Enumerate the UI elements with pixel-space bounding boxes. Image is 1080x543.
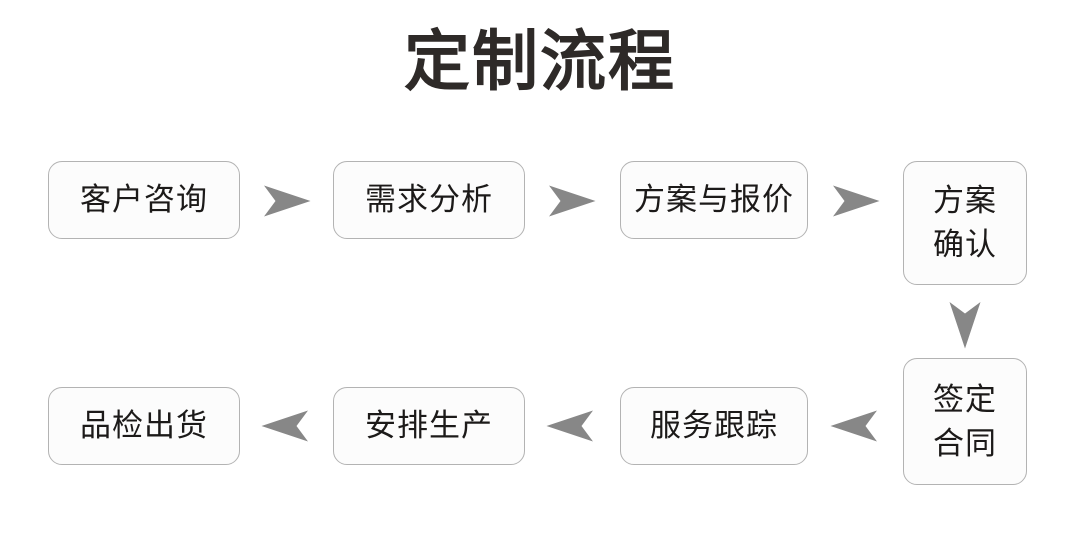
step-label-6: 服务跟踪: [650, 408, 778, 444]
step-label-4: 方案 确认: [933, 183, 997, 263]
arrow-right-icon: [546, 184, 596, 218]
arrow-left-icon: [546, 409, 596, 443]
page-title: 定制流程: [404, 23, 676, 100]
step-box-1[interactable]: 客户咨询: [48, 161, 240, 239]
arrow-right-icon: [830, 184, 880, 218]
step-box-3[interactable]: 方案与报价: [620, 161, 808, 239]
step-label-7: 安排生产: [365, 408, 493, 444]
step-box-8[interactable]: 品检出货: [48, 387, 240, 465]
step-label-3: 方案与报价: [634, 182, 794, 218]
step-label-5: 签定 合同: [933, 381, 997, 462]
step-label-8: 品检出货: [80, 408, 208, 444]
arrow-right-icon: [261, 184, 311, 218]
arrow-down-icon: [948, 299, 982, 349]
step-box-6[interactable]: 服务跟踪: [620, 387, 808, 465]
step-box-4[interactable]: 方案 确认: [903, 161, 1027, 285]
step-label-1: 客户咨询: [80, 182, 208, 218]
step-box-5[interactable]: 签定 合同: [903, 358, 1027, 485]
step-box-7[interactable]: 安排生产: [333, 387, 525, 465]
step-box-2[interactable]: 需求分析: [333, 161, 525, 239]
arrow-left-icon: [261, 409, 311, 443]
arrow-left-icon: [830, 409, 880, 443]
step-label-2: 需求分析: [365, 182, 493, 218]
